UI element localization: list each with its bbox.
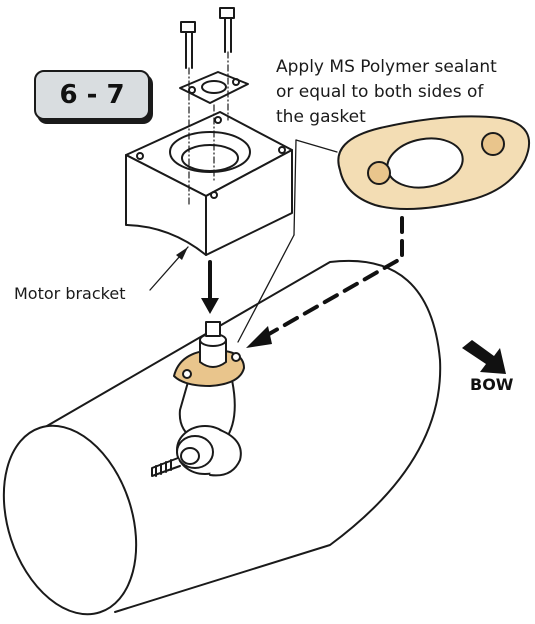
- sealant-note: Apply MS Polymer sealant or equal to bot…: [276, 55, 532, 130]
- step-label: 6 - 7: [59, 80, 125, 110]
- motor-bracket: [125, 111, 293, 256]
- bow-label: BOW: [470, 375, 514, 394]
- loose-gasket: [337, 115, 530, 210]
- callout-leaders: [149, 139, 338, 343]
- note-line: the gasket: [276, 107, 366, 127]
- note-line: Apply MS Polymer sealant: [276, 57, 497, 77]
- step-badge: 6 - 7: [34, 70, 150, 120]
- hull-tube: [2, 259, 442, 616]
- alignment-lines: [188, 51, 229, 206]
- install-arrows: [208, 216, 404, 340]
- dashed-arrowhead: [246, 326, 272, 348]
- down-arrowhead: [201, 298, 219, 314]
- bracket-leader-arrowhead: [176, 247, 188, 260]
- motor-bracket-label: Motor bracket: [14, 284, 126, 303]
- bolts: [180, 7, 235, 69]
- drive-shaft: [173, 321, 245, 387]
- note-line: or equal to both sides of: [276, 82, 484, 102]
- clamp-plate: [179, 71, 249, 104]
- arrow-down-right-icon: [462, 340, 506, 374]
- thruster-leg: [151, 374, 242, 477]
